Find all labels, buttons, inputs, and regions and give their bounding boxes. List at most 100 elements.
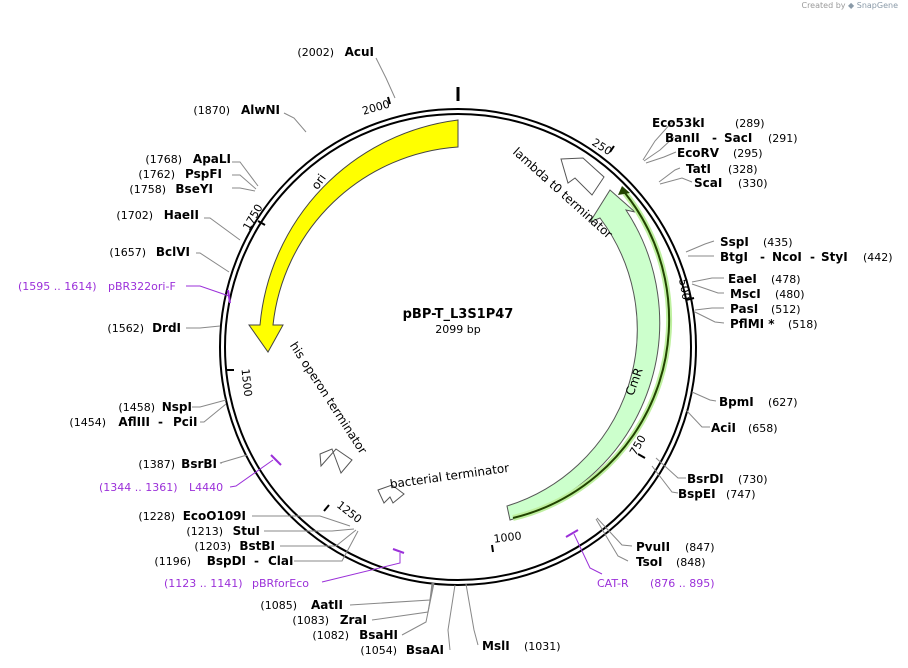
primer-catr[interactable]: CAT-R (876 .. 895) xyxy=(597,577,715,590)
site-position: (1562) xyxy=(107,322,144,335)
site-separator: - xyxy=(810,250,815,264)
site-acui[interactable]: (2002) AcuI xyxy=(297,45,374,59)
site-name: EaeI xyxy=(728,272,757,286)
site-afliii[interactable]: (1454) AflIII - PciI xyxy=(69,415,197,429)
orf-arrowhead xyxy=(618,186,630,195)
site-bpmi[interactable]: BpmI (627) xyxy=(719,395,798,409)
site-name: BspEI xyxy=(678,487,716,501)
site-position: (1768) xyxy=(145,153,182,166)
cmr-feature-arrow[interactable] xyxy=(506,189,661,521)
primer-range: (1344 .. 1361) xyxy=(99,481,178,494)
site-msli[interactable]: MslI (1031) xyxy=(482,639,561,653)
primer-name: CAT-R xyxy=(597,577,629,590)
site-name-extra: SacI xyxy=(724,131,752,145)
site-name: AatII xyxy=(311,598,343,612)
primer-range: (1595 .. 1614) xyxy=(18,280,97,293)
site-position: (1213) xyxy=(186,525,223,538)
site-name: BpmI xyxy=(719,395,754,409)
site-position: (1454) xyxy=(69,416,106,429)
site-name: PflMI * xyxy=(730,317,775,331)
site-bsrbi[interactable]: (1387) BsrBI xyxy=(138,457,217,471)
site-tsoi[interactable]: TsoI (848) xyxy=(636,555,706,569)
site-ecorv[interactable]: EcoRV (295) xyxy=(677,146,763,160)
site-position: (330) xyxy=(738,177,768,190)
site-position: (435) xyxy=(763,236,793,249)
site-name: AciI xyxy=(711,421,736,435)
site-apali[interactable]: (1768) ApaLI xyxy=(145,152,231,166)
site-name-extra2: StyI xyxy=(821,250,848,264)
site-name: BsaAI xyxy=(406,643,444,657)
site-name: BsaHI xyxy=(359,628,398,642)
site-name: StuI xyxy=(233,524,260,538)
site-acii[interactable]: AciI (658) xyxy=(711,421,778,435)
site-position: (1228) xyxy=(138,510,175,523)
site-position: (1083) xyxy=(292,614,329,627)
site-bseyi[interactable]: (1758) BseYI xyxy=(129,182,213,196)
site-banii[interactable]: BanII - SacI (291) xyxy=(665,131,798,145)
bacterial-terminator-arrow[interactable] xyxy=(377,484,405,504)
site-bstbi[interactable]: (1203) BstBI xyxy=(194,539,275,553)
snapgene-watermark: Created by ◆ SnapGene xyxy=(801,1,898,10)
site-name: HaeII xyxy=(164,208,199,222)
primer-name: pBR322ori-F xyxy=(108,280,176,293)
site-position: (291) xyxy=(768,132,798,145)
site-name: TatI xyxy=(686,162,711,176)
lambda-terminator-arrow[interactable] xyxy=(560,157,605,196)
backbone-outer-ring xyxy=(219,108,697,586)
primer-markers xyxy=(186,285,603,583)
site-stui[interactable]: (1213) StuI xyxy=(186,524,260,538)
site-btgi[interactable]: BtgI - NcoI - StyI (442) xyxy=(720,250,893,264)
site-haeii[interactable]: (1702) HaeII xyxy=(116,208,199,222)
site-name: AcuI xyxy=(345,45,374,59)
site-drdi[interactable]: (1562) DrdI xyxy=(107,321,181,335)
site-scai[interactable]: ScaI (330) xyxy=(694,176,768,190)
watermark-prefix: Created by xyxy=(801,1,846,10)
tick-mark xyxy=(685,297,695,301)
site-name: NspI xyxy=(162,400,192,414)
site-zrai[interactable]: (1083) ZraI xyxy=(292,613,367,627)
site-bsrdi[interactable]: BsrDI (730) xyxy=(687,472,768,486)
site-position: (1085) xyxy=(260,599,297,612)
site-tati[interactable]: TatI (328) xyxy=(686,162,758,176)
primer-pbrforeco[interactable]: (1123 .. 1141) pBRforEco xyxy=(164,577,309,590)
site-position: (478) xyxy=(771,273,801,286)
site-position: (1196) xyxy=(154,555,191,568)
site-pasi[interactable]: PasI (512) xyxy=(730,302,801,316)
site-sspi[interactable]: SspI (435) xyxy=(720,235,793,249)
bacterial-terminator-label: bacterial terminator xyxy=(389,461,510,492)
plasmid-name: pBP-T_L3S1P47 xyxy=(403,307,514,322)
site-alwni[interactable]: (1870) AlwNI xyxy=(193,103,280,117)
site-position: (730) xyxy=(738,473,768,486)
ori-feature-arrow[interactable] xyxy=(248,119,459,353)
site-name: ZraI xyxy=(340,613,367,627)
site-position: (1870) xyxy=(193,104,230,117)
site-pspfi[interactable]: (1762) PspFI xyxy=(138,167,222,181)
site-pvuii[interactable]: PvuII (847) xyxy=(636,540,715,554)
primer-l4440[interactable]: (1344 .. 1361) L4440 xyxy=(99,481,223,494)
site-position: (627) xyxy=(768,396,798,409)
site-bsahi[interactable]: (1082) BsaHI xyxy=(312,628,398,642)
site-bspei[interactable]: BspEI (747) xyxy=(678,487,756,501)
site-name: BspDI xyxy=(207,554,246,568)
site-msci[interactable]: MscI (480) xyxy=(730,287,805,301)
primer-pbr322ori[interactable]: (1595 .. 1614) pBR322ori-F xyxy=(18,280,176,293)
site-pflmi[interactable]: PflMI * (518) xyxy=(730,317,818,331)
cmr-orf-line xyxy=(512,192,671,519)
his-terminator-arrow[interactable] xyxy=(319,448,353,474)
site-name: BsrBI xyxy=(181,457,217,471)
site-bspdi[interactable]: (1196) BspDI - ClaI xyxy=(154,554,293,568)
site-position: (1657) xyxy=(109,246,146,259)
site-eco53ki[interactable]: Eco53kI (289) xyxy=(652,116,765,130)
site-nspi[interactable]: (1458) NspI xyxy=(118,400,192,414)
site-bclvi[interactable]: (1657) BclVI xyxy=(109,245,190,259)
site-position: (747) xyxy=(726,488,756,501)
plasmid-length: 2099 bp xyxy=(435,323,480,336)
site-aatii[interactable]: (1085) AatII xyxy=(260,598,343,612)
site-eaei[interactable]: EaeI (478) xyxy=(728,272,801,286)
site-name: MscI xyxy=(730,287,761,301)
site-ecoo109i[interactable]: (1228) EcoO109I xyxy=(138,509,246,523)
site-bsaai[interactable]: (1054) BsaAI xyxy=(360,643,444,657)
site-position: (1387) xyxy=(138,458,175,471)
primer-name: L4440 xyxy=(189,481,223,494)
site-separator: - xyxy=(760,250,765,264)
